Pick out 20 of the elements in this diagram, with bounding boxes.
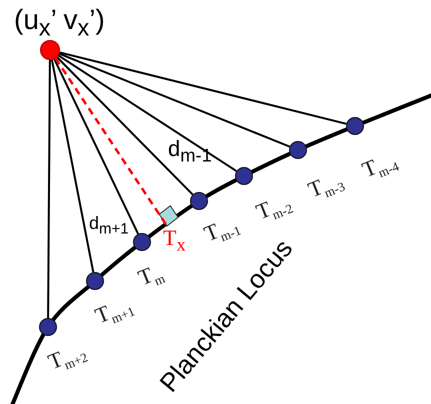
edge-label: d$_{m+1}$ (89, 214, 129, 237)
point-marker (39, 318, 57, 336)
point-label: T$_{x}$ (163, 227, 186, 254)
point-marker (40, 40, 60, 60)
connector-line (50, 60, 94, 272)
point-marker (289, 141, 307, 159)
connector-line (56, 56, 194, 196)
point-marker (86, 272, 104, 290)
edge-label: d$_{m-1}$ (168, 138, 212, 165)
connector-line (58, 54, 237, 172)
connector-line (59, 51, 346, 125)
point-marker (133, 233, 151, 251)
connector-line (58, 52, 290, 148)
connector-line (53, 58, 140, 234)
connector-line (47, 60, 51, 318)
point-label: (u$_{x}$’ v$_{x}$’) (14, 6, 105, 40)
point-marker (190, 192, 208, 210)
point-marker (235, 167, 253, 185)
point-marker (346, 117, 364, 135)
connector-line (54, 58, 168, 227)
